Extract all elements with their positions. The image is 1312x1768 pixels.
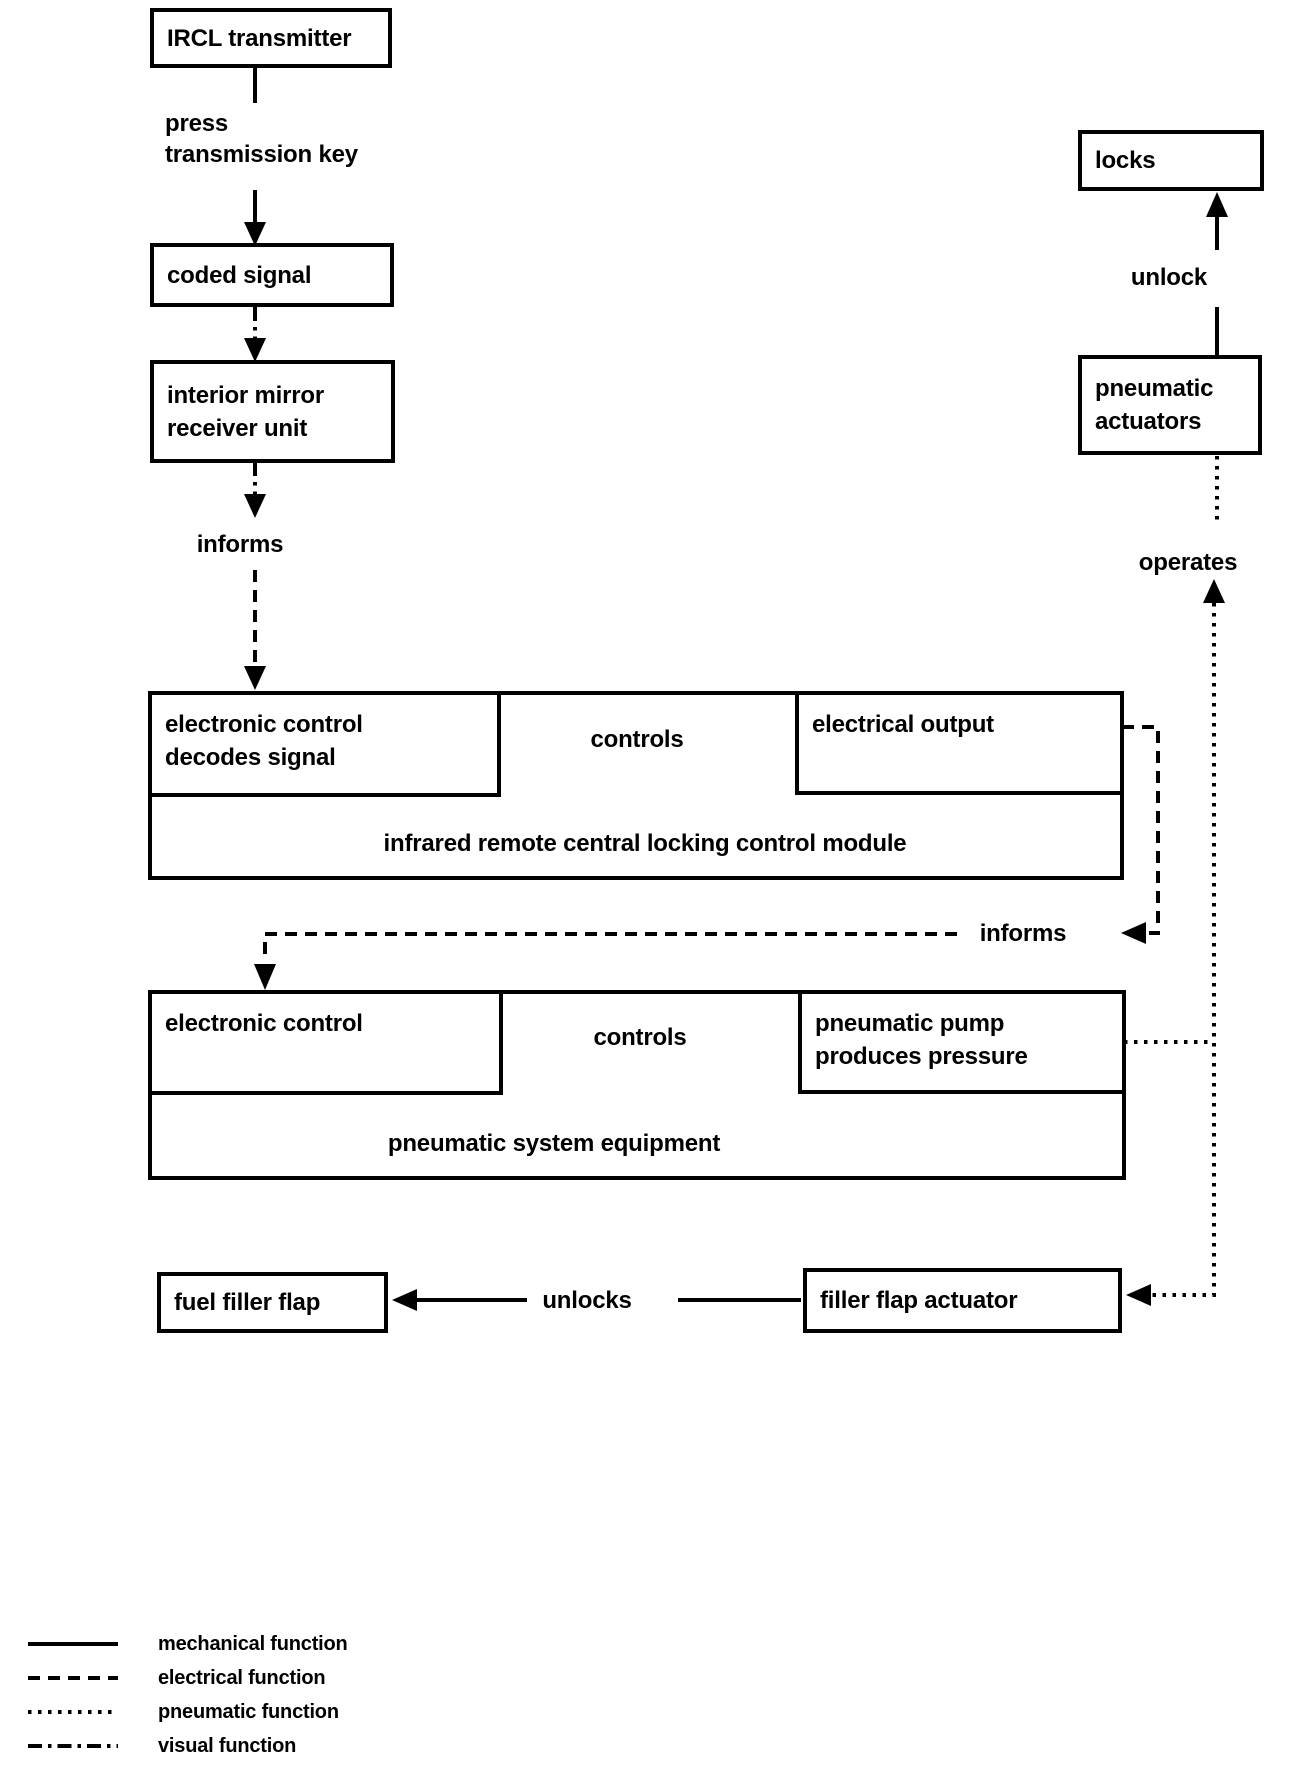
box-electrical-output: electrical output bbox=[795, 691, 1124, 795]
edge-label-operates: operates bbox=[1138, 549, 1238, 576]
legend-label-visual: visual function bbox=[158, 1735, 297, 1757]
label-pneumatic-system-equipment: pneumatic system equipment bbox=[387, 1130, 721, 1157]
edge-output-feedback-informs bbox=[1121, 725, 1160, 944]
edge-label-informs: informs bbox=[196, 531, 284, 558]
edge-branch-to-filler-flap-actuator bbox=[1126, 1284, 1151, 1306]
edge-coded-signal-to-receiver bbox=[244, 307, 266, 362]
edge-operates-to-actuators bbox=[1152, 456, 1225, 1297]
edge-informs-to-control-module bbox=[244, 570, 266, 690]
box-coded-signal: coded signal bbox=[150, 243, 394, 307]
box-ircl-transmitter: IRCL transmitter bbox=[150, 8, 392, 68]
legend-label-electrical: electrical function bbox=[158, 1667, 326, 1689]
edge-receiver-to-informs bbox=[244, 462, 266, 518]
edge-label-press-transmission-key: press transmission key bbox=[165, 110, 358, 168]
label-ircl-control-module: infrared remote central locking control … bbox=[383, 830, 907, 857]
box-interior-mirror-receiver-unit: interior mirror receiver unit bbox=[150, 360, 395, 463]
edge-label-unlock: unlock bbox=[1130, 264, 1208, 291]
edge-label-controls-pneumatic: controls bbox=[593, 1024, 687, 1051]
legend-label-mechanical: mechanical function bbox=[158, 1633, 348, 1655]
box-fuel-filler-flap: fuel filler flap bbox=[157, 1272, 388, 1333]
box-pneumatic-pump: pneumatic pump produces pressure bbox=[798, 990, 1126, 1094]
edge-label-controls-electrical: controls bbox=[590, 726, 684, 753]
box-pneumatic-actuators: pneumatic actuators bbox=[1078, 355, 1262, 455]
edge-label-informs-feedback: informs bbox=[979, 920, 1067, 947]
box-electronic-control-decodes-signal: electronic control decodes signal bbox=[148, 691, 501, 797]
edge-informs-to-pneumatic-control bbox=[254, 932, 957, 990]
legend-line-samples bbox=[28, 1642, 118, 1748]
box-electronic-control: electronic control bbox=[148, 990, 503, 1095]
box-locks: locks bbox=[1078, 130, 1264, 191]
legend-label-pneumatic: pneumatic function bbox=[158, 1701, 339, 1723]
box-filler-flap-actuator: filler flap actuator bbox=[803, 1268, 1122, 1333]
edge-label-unlocks: unlocks bbox=[542, 1287, 632, 1314]
edge-actuators-unlock-locks bbox=[1206, 192, 1228, 355]
